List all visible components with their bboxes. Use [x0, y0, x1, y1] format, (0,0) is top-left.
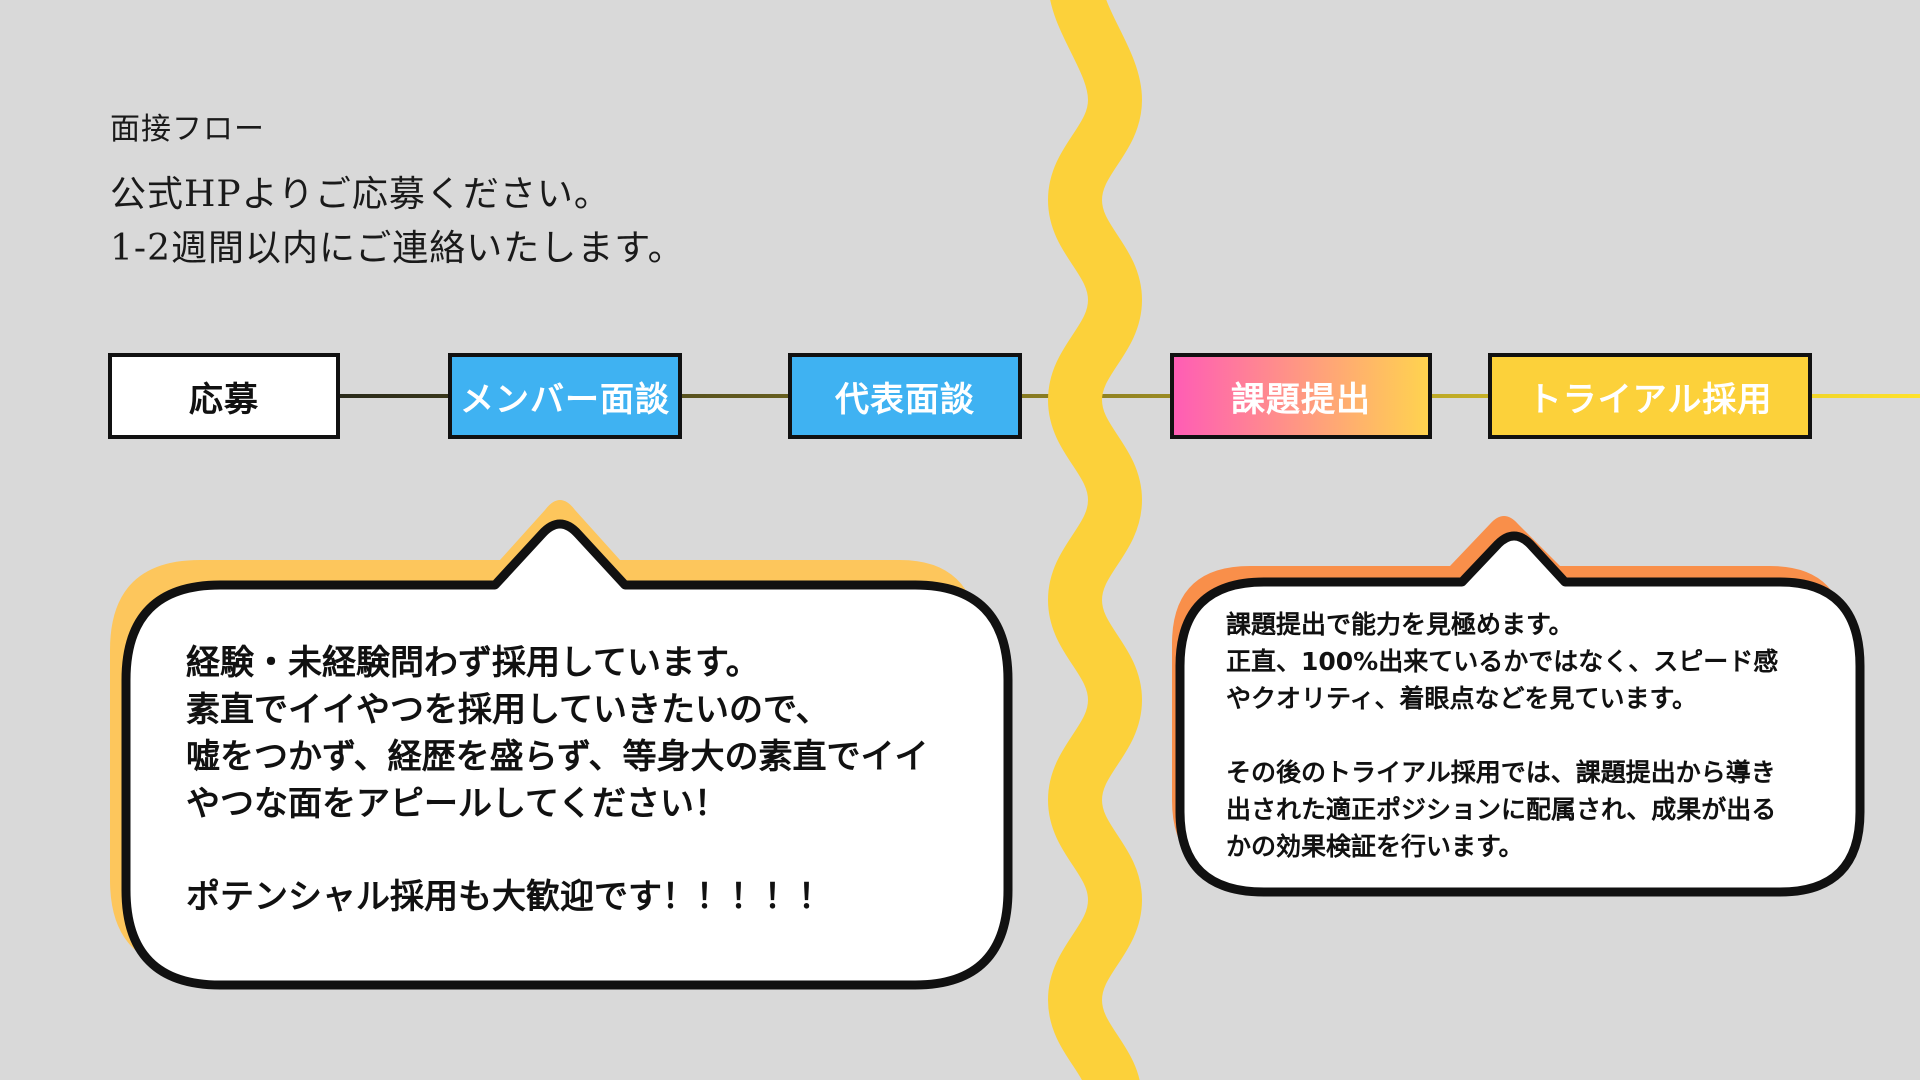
bubble-right-line: 課題提出で能力を見極めます。: [1226, 610, 1574, 639]
bubble-right-line: かの効果検証を行います。: [1226, 832, 1524, 861]
flow-step-apply: 応募: [108, 353, 340, 439]
flow-step-ceo-interview: 代表面談: [788, 353, 1022, 439]
bubble-right-shape: [1175, 531, 1865, 897]
bubble-right-line: 正直、100%出来ているかではなく、スピード感: [1226, 647, 1779, 676]
wavy-divider: [1047, 0, 1143, 1080]
bubble-left-line: 経験・未経験問わず採用しています。: [186, 643, 760, 683]
bubble-left-line: 素直でイイやつを採用していきたいので、: [186, 690, 830, 730]
bubble-left-line: ポテンシャル採用も大歓迎です！！！！！: [186, 877, 832, 917]
bubble-right-line: その後のトライアル採用では、課題提出から導き: [1226, 758, 1776, 787]
bubble-left-shape: [121, 519, 1013, 990]
section-title: 面接フロー: [110, 112, 265, 147]
bubble-right-line: やクオリティ、着眼点などを見ています。: [1226, 684, 1698, 713]
bubble-right-text: 課題提出で能力を見極めます。 正直、100%出来ているかではなく、スピード感 や…: [1226, 606, 1778, 865]
flow-step-trial-hiring: トライアル採用: [1488, 353, 1812, 439]
lead-text: 公式HPよりご応募ください。 1-2週間以内にご連絡いたします。: [110, 168, 685, 276]
flow-step-member-interview: メンバー面談: [448, 353, 682, 439]
bubble-left-line: やつな面をアピールしてください！: [186, 784, 728, 824]
flow-connector-line: [340, 394, 1920, 398]
bubble-left-text: 経験・未経験問わず採用しています。 素直でイイやつを採用していきたいので、 嘘を…: [186, 640, 929, 921]
lead-line: 1-2週間以内にご連絡いたします。: [110, 228, 685, 269]
bubble-left-line: 嘘をつかず、経歴を盛らず、等身大の素直でイイ: [186, 737, 929, 777]
flow-step-task-submission: 課題提出: [1170, 353, 1432, 439]
bubble-right-line: 出された適正ポジションに配属され、成果が出る: [1226, 795, 1777, 824]
lead-line: 公式HPよりご応募ください。: [110, 174, 611, 215]
